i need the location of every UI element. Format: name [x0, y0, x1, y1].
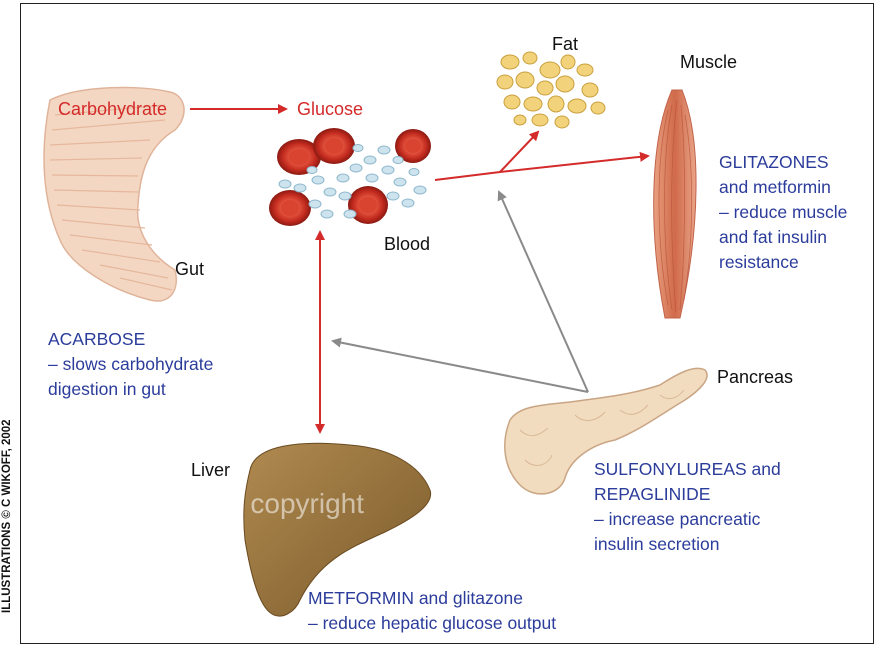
sulfonylureas-line: REPAGLINIDE [594, 482, 781, 507]
metformin-annotation: METFORMIN and glitazone – reduce hepatic… [308, 586, 556, 636]
glitazones-line: GLITAZONES [719, 150, 847, 175]
pancreas-label: Pancreas [717, 367, 793, 388]
illustration-credit: ILLUSTRATIONS © C WIKOFF, 2002 [1, 423, 13, 613]
blood-to-muscle-arrow [435, 156, 648, 180]
sulfonylureas-line: SULFONYLUREAS and [594, 457, 781, 482]
carbohydrate-label: Carbohydrate [58, 99, 167, 120]
acarbose-annotation: ACARBOSE – slows carbohydrate digestion … [48, 327, 213, 402]
glitazones-line: and metformin [719, 175, 847, 200]
blood-cells [269, 128, 431, 226]
blood-label: Blood [384, 234, 430, 255]
glucose-label: Glucose [297, 99, 363, 120]
muscle-label: Muscle [680, 52, 737, 73]
glitazones-line: and fat insulin [719, 225, 847, 250]
liver-label: Liver [191, 460, 230, 481]
glitazones-line: resistance [719, 250, 847, 275]
metformin-line: METFORMIN and glitazone [308, 586, 556, 611]
glitazones-annotation: GLITAZONES and metformin – reduce muscle… [719, 150, 847, 275]
pancreas-to-liver-arrow [333, 341, 588, 392]
muscle-illustration [654, 90, 696, 318]
acarbose-line: – slows carbohydrate [48, 352, 213, 377]
blood-to-fat-arrow [500, 132, 538, 172]
sulfonylureas-line: insulin secretion [594, 532, 781, 557]
fat-droplets [497, 52, 605, 128]
glitazones-line: – reduce muscle [719, 200, 847, 225]
acarbose-line: digestion in gut [48, 377, 213, 402]
fat-label: Fat [552, 34, 578, 55]
metformin-line: – reduce hepatic glucose output [308, 611, 556, 636]
acarbose-line: ACARBOSE [48, 327, 213, 352]
pancreas-to-blood-arrow [499, 192, 588, 392]
copyright-watermark: © copyright [222, 488, 364, 520]
sulfonylureas-line: – increase pancreatic [594, 507, 781, 532]
gut-label: Gut [175, 259, 204, 280]
sulfonylureas-annotation: SULFONYLUREAS and REPAGLINIDE – increase… [594, 457, 781, 557]
